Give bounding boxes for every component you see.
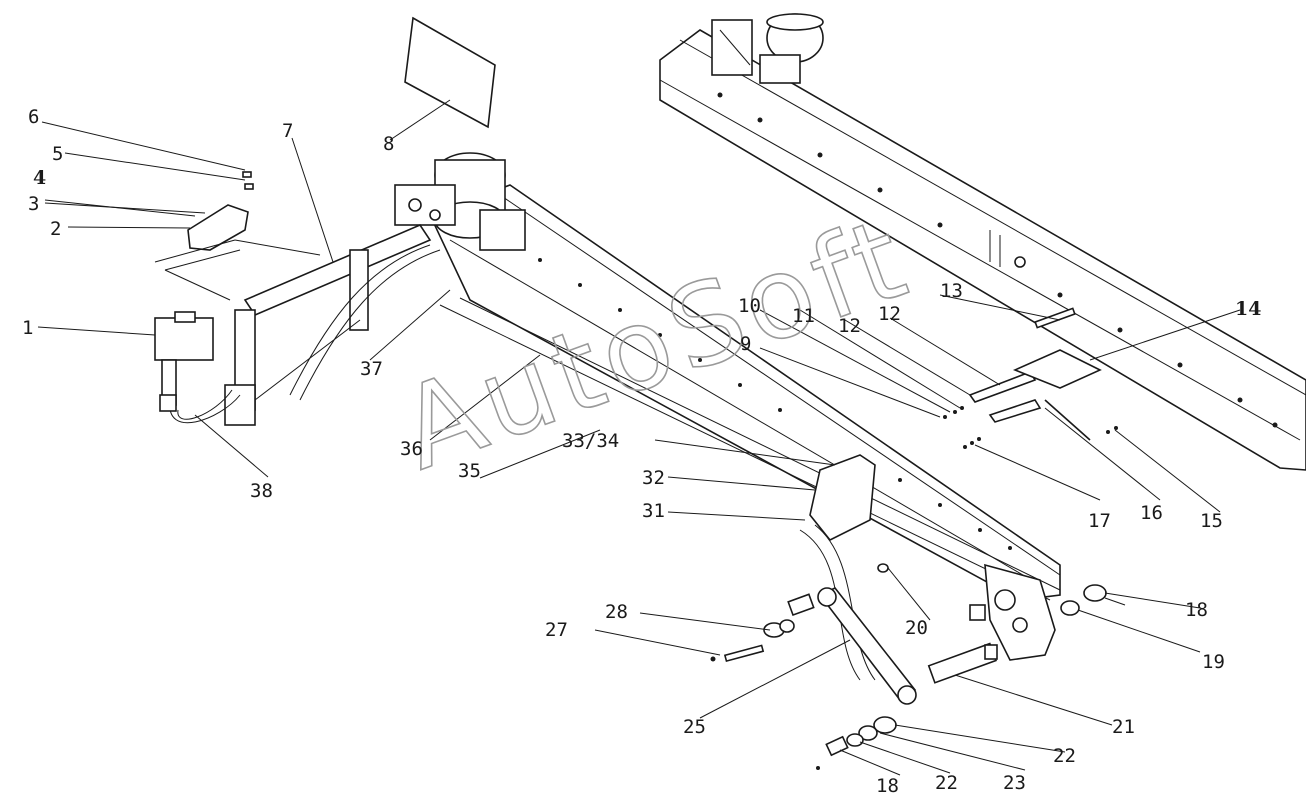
frame-rail-right [659,29,1306,471]
label-22a: 22 [1053,745,1076,767]
label-2: 2 [50,218,61,240]
label-11: 11 [792,305,815,327]
hose-37 [299,249,441,401]
label-10: 10 [738,295,761,317]
label-35: 35 [458,460,481,482]
part-labels: 1 2 3 4 5 6 7 8 9 10 11 12 12 13 14 15 1… [22,106,1261,797]
label-14: 14 [1235,298,1261,320]
label-15: 15 [1200,510,1223,532]
label-20: 20 [905,617,928,639]
label-3: 3 [28,193,39,215]
label-37: 37 [360,358,383,380]
label-27: 27 [545,619,568,641]
label-38: 38 [250,480,273,502]
label-13: 13 [940,280,963,302]
label-32: 32 [642,467,665,489]
arm-25 [818,587,917,702]
label-36: 36 [400,438,423,460]
label-7: 7 [282,120,293,142]
label-6: 6 [28,106,39,128]
link-parts [943,307,1118,449]
label-21: 21 [1112,716,1135,738]
label-22b: 22 [935,772,958,794]
label-23: 23 [1003,772,1026,794]
plate-8 [404,16,496,129]
air-tank-assembly [394,152,526,251]
label-19: 19 [1202,651,1225,673]
bracket-block-right [969,563,1056,661]
leader-lines [37,99,1241,776]
air-spring-top [711,13,824,84]
label-17: 17 [1088,510,1111,532]
label-1: 1 [22,317,33,339]
label-31: 31 [642,500,665,522]
label-9: 9 [740,333,751,355]
label-12b: 12 [878,303,901,325]
component-2 [154,204,321,301]
label-28: 28 [605,601,628,623]
label-5: 5 [52,143,63,165]
label-18b: 18 [876,775,899,797]
label-4: 4 [33,167,46,189]
label-33-34: 33/34 [562,430,619,452]
label-18a: 18 [1185,599,1208,621]
label-16: 16 [1140,502,1163,524]
label-25: 25 [683,716,706,738]
label-12a: 12 [838,315,861,337]
label-8: 8 [383,133,394,155]
main-beam [428,184,1061,601]
pin-21 [927,642,998,684]
component-1 [154,311,214,412]
